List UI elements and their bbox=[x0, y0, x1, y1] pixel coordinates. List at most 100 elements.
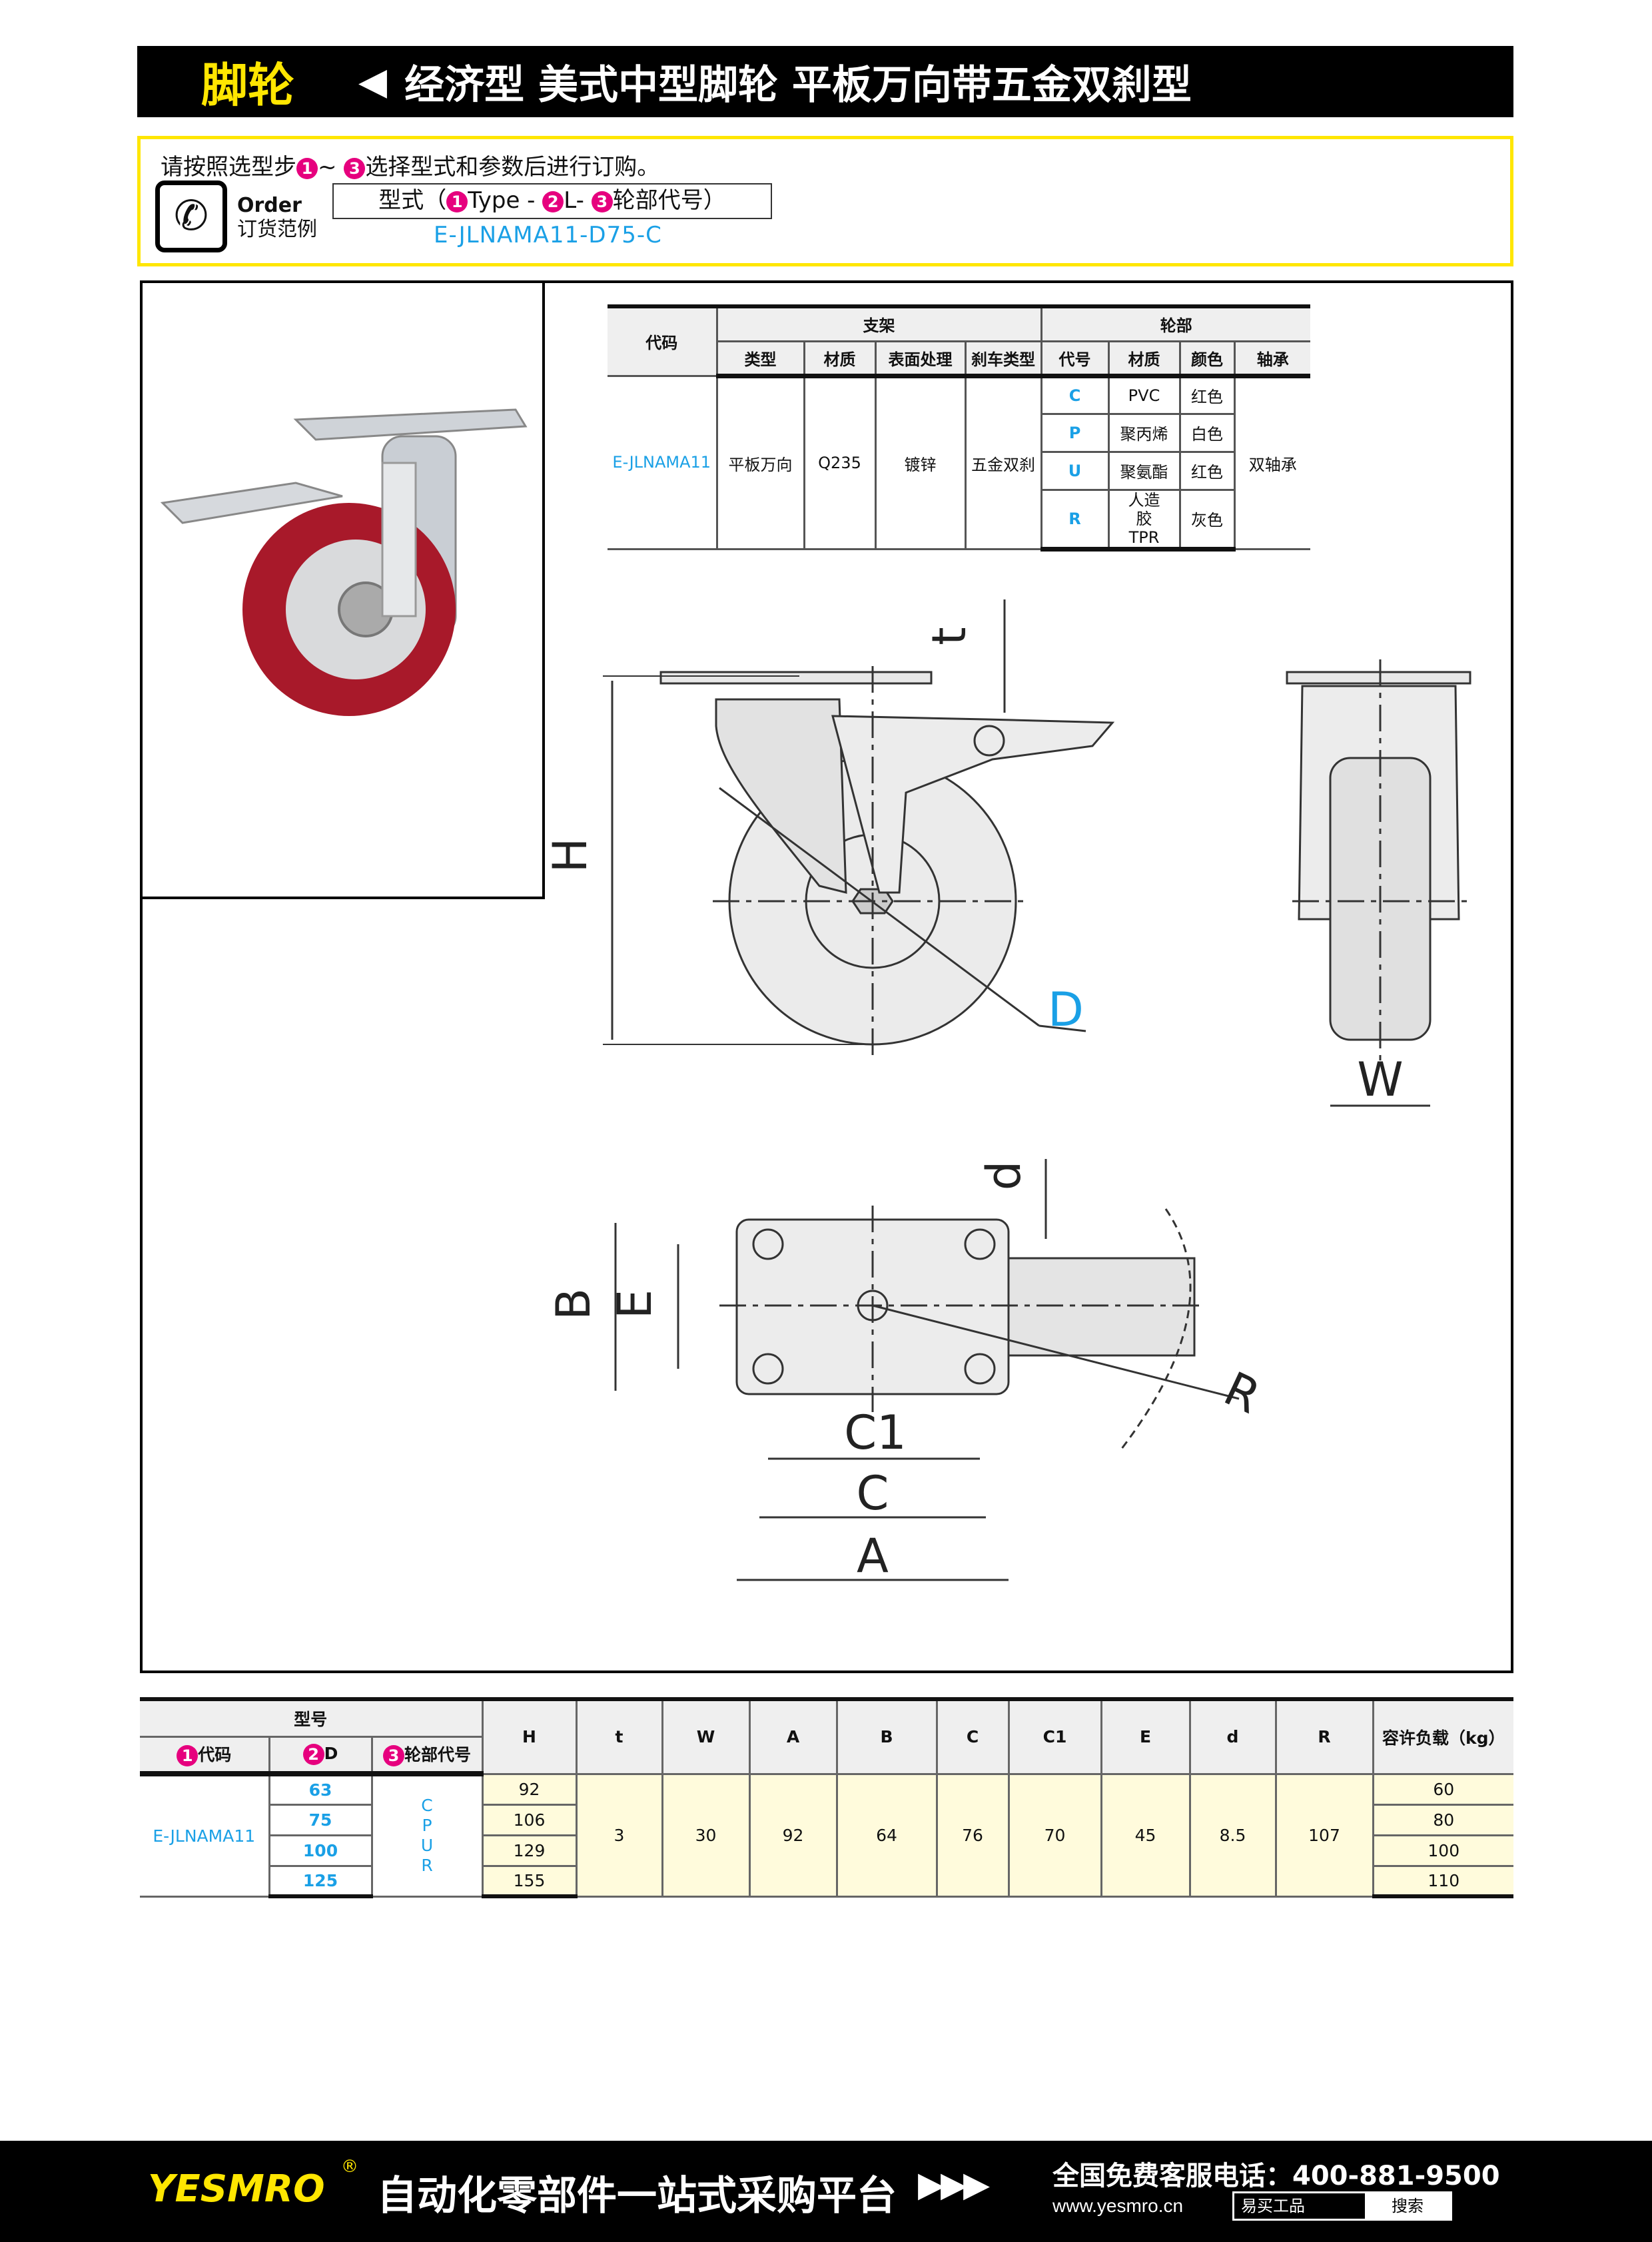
wheel-material: PVC bbox=[1107, 376, 1181, 415]
th-H: H bbox=[481, 1697, 578, 1775]
order-en: Order bbox=[237, 194, 302, 217]
th-C: C bbox=[935, 1697, 1010, 1775]
fmt-text: 型式（ bbox=[378, 187, 447, 214]
dim-C1-value: 70 bbox=[1007, 1772, 1102, 1898]
th-load: 容许负载（kg） bbox=[1372, 1697, 1513, 1775]
dim-H-value: 92 bbox=[481, 1772, 578, 1806]
dim-H-value: 106 bbox=[481, 1803, 578, 1836]
th-type: 类型 bbox=[717, 340, 805, 378]
th-wheel-code: 代号 bbox=[1040, 340, 1110, 378]
th-wheel-material: 材质 bbox=[1107, 340, 1181, 378]
dim-d: d bbox=[977, 1161, 1031, 1190]
th-color: 颜色 bbox=[1178, 340, 1236, 378]
dim-R: R bbox=[1216, 1361, 1268, 1425]
category-label: 脚轮 bbox=[201, 58, 294, 113]
product-photo bbox=[140, 280, 545, 899]
website-link[interactable]: www.yesmro.cn bbox=[1052, 2195, 1184, 2216]
dim-H-value: 129 bbox=[481, 1834, 578, 1867]
dim-W-value: 30 bbox=[661, 1772, 751, 1898]
th-C1: C1 bbox=[1007, 1697, 1102, 1775]
step-badge: 3 bbox=[591, 190, 613, 212]
th-surface: 表面处理 bbox=[874, 340, 967, 378]
wheel-code: C bbox=[1040, 376, 1110, 415]
wheel-color: 白色 bbox=[1178, 414, 1236, 453]
dim-A-value: 92 bbox=[748, 1772, 838, 1898]
th-wheel-label: 轮部代号 bbox=[404, 1745, 471, 1765]
registered-mark: ® bbox=[341, 2157, 358, 2177]
th-bearing: 轴承 bbox=[1233, 340, 1310, 378]
search-box: 易买工品 搜索 bbox=[1232, 2191, 1452, 2221]
dim-D-value: 75 bbox=[268, 1803, 373, 1836]
order-example-code: E-JLNAMA11-D75-C bbox=[434, 222, 662, 248]
wheel-material: 聚氨酯 bbox=[1107, 452, 1181, 491]
wheel-material: 人造胶TPR bbox=[1107, 490, 1181, 552]
hotline: 全国免费客服电话：400-881-9500 bbox=[1052, 2161, 1500, 2191]
order-cn: 订货范例 bbox=[237, 218, 317, 241]
instr-text: 请按照选型步 bbox=[161, 154, 296, 181]
phone-icon: ✆ bbox=[155, 181, 227, 252]
footer-banner: YESMRO ® 自动化零部件一站式采购平台 ▶▶▶ 全国免费客服电话：400-… bbox=[0, 2141, 1652, 2242]
dim-R-value: 107 bbox=[1274, 1772, 1374, 1898]
wheel-code: C bbox=[421, 1796, 433, 1816]
wheel-code: P bbox=[422, 1816, 432, 1836]
dim-D-value: 100 bbox=[268, 1834, 373, 1867]
dim-t-value: 3 bbox=[575, 1772, 663, 1898]
fmt-text: L- bbox=[564, 187, 584, 214]
dim-B: B bbox=[546, 1288, 601, 1320]
th-brake: 刹车类型 bbox=[964, 340, 1042, 378]
dim-load-value: 60 bbox=[1372, 1772, 1513, 1806]
wheel-code: U bbox=[420, 1836, 434, 1856]
search-input[interactable]: 易买工品 bbox=[1241, 2197, 1305, 2215]
dim-H: H bbox=[543, 838, 598, 873]
dim-C-value: 76 bbox=[935, 1772, 1010, 1898]
search-button[interactable]: 搜索 bbox=[1365, 2193, 1450, 2219]
side-view bbox=[603, 599, 1115, 1059]
dim-load-value: 100 bbox=[1372, 1834, 1513, 1867]
yesmro-logo[interactable]: YESMRO bbox=[148, 2167, 325, 2211]
instr-text: ~ bbox=[318, 154, 337, 181]
wheel-color: 灰色 bbox=[1178, 490, 1236, 552]
th-wheel: 轮部 bbox=[1040, 304, 1310, 342]
th-t: t bbox=[575, 1697, 663, 1775]
footer-slogan: 自动化零部件一站式采购平台 bbox=[377, 2173, 897, 2219]
fmt-text: 轮部代号） bbox=[612, 187, 726, 214]
dim-D-value: 63 bbox=[268, 1772, 373, 1806]
th-W: W bbox=[661, 1697, 751, 1775]
th-code: 代码 bbox=[608, 304, 718, 377]
dim-code: E-JLNAMA11 bbox=[140, 1772, 270, 1898]
step-badge: 2 bbox=[302, 1743, 324, 1765]
dim-A: A bbox=[857, 1529, 889, 1583]
step-badge: 1 bbox=[296, 157, 318, 179]
dim-t: t bbox=[922, 627, 977, 645]
step-badge: 3 bbox=[344, 157, 366, 179]
th-code-label: 代码 bbox=[198, 1745, 232, 1765]
dim-E: E bbox=[608, 1290, 662, 1319]
dim-d-value: 8.5 bbox=[1188, 1772, 1277, 1898]
spec-type: 平板万向 bbox=[715, 376, 805, 550]
dim-C1: C1 bbox=[844, 1405, 906, 1460]
th-D-label: D bbox=[324, 1743, 338, 1763]
wheel-code: U bbox=[1040, 452, 1110, 491]
dim-W: W bbox=[1357, 1052, 1403, 1107]
drawing-frame bbox=[140, 280, 1513, 1673]
th-B: B bbox=[835, 1697, 938, 1775]
wheel-code: R bbox=[421, 1856, 433, 1876]
wheel-color: 红色 bbox=[1178, 452, 1236, 491]
spec-brake: 五金双刹 bbox=[964, 376, 1042, 550]
step-badge: 1 bbox=[446, 190, 468, 212]
th-d: d bbox=[1188, 1697, 1277, 1775]
dim-B-value: 64 bbox=[835, 1772, 938, 1898]
dim-D-value: 125 bbox=[268, 1864, 373, 1898]
instr-text: 选择型式和参数后进行订购。 bbox=[365, 154, 660, 181]
